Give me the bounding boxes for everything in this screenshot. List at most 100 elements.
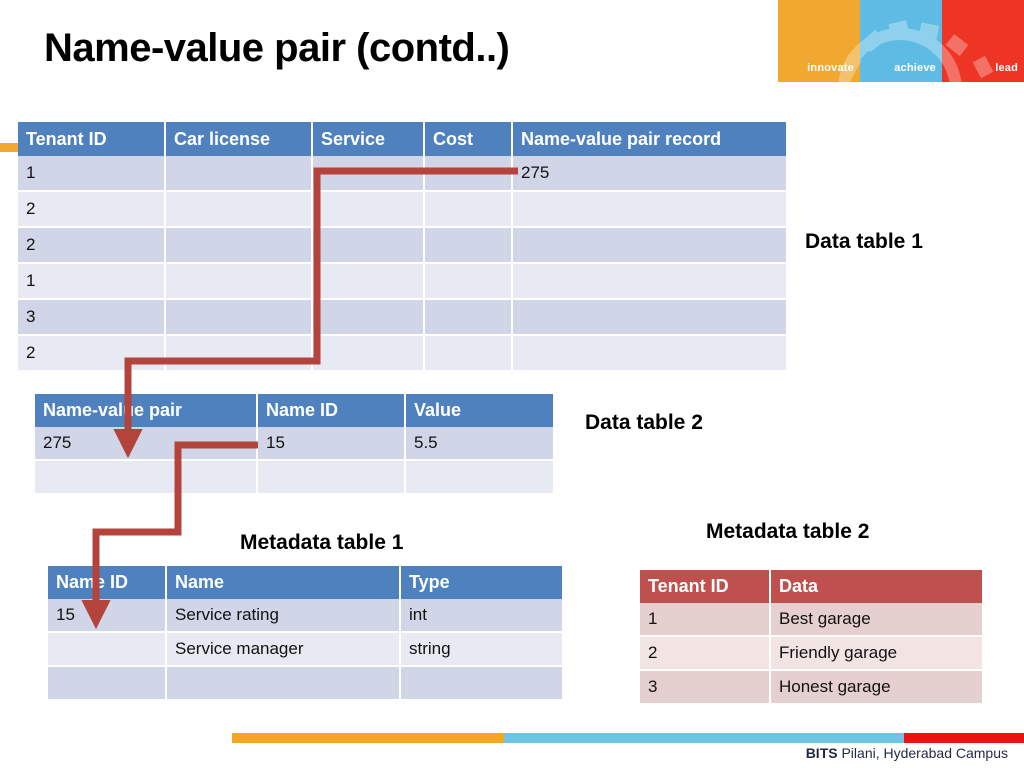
cell-tenant-id: 1 [18, 156, 166, 192]
cell-cost [424, 335, 513, 372]
column-header-name-value-pair: Name-value pair [35, 394, 258, 427]
column-header-data: Data [770, 570, 982, 603]
left-accent-tab [0, 143, 19, 152]
cell-value: 5.5 [405, 427, 553, 461]
logo-segment-achieve: achieve [860, 0, 942, 82]
footer-brand-text: BITS Pilani, Hyderabad Campus [806, 745, 1008, 761]
table-row: 1 Best garage [640, 603, 982, 637]
cell-cost [424, 156, 513, 192]
cell-car-license [165, 156, 313, 192]
cell-car-license [165, 299, 313, 336]
table-row [35, 460, 553, 495]
column-header-car-license: Car license [165, 122, 313, 156]
table-row: 1 275 [18, 156, 786, 192]
cell-car-license [165, 191, 313, 228]
column-header-name-value-pair-record: Name-value pair record [512, 122, 786, 156]
cell-service [312, 335, 425, 372]
footer-bar-blue [504, 733, 904, 743]
logo-segment-innovate: innovate [778, 0, 860, 82]
table-row: 3 [18, 299, 786, 336]
table-header-row: Name ID Name Type [48, 566, 562, 599]
cell-car-license [165, 335, 313, 372]
logo-segment-lead: lead [942, 0, 1024, 82]
cell-service [312, 156, 425, 192]
caption-data-table-2: Data table 2 [585, 411, 703, 434]
table-header-row: Tenant ID Car license Service Cost Name-… [18, 122, 786, 156]
table-header-row: Name-value pair Name ID Value [35, 394, 553, 427]
data-table-1: Tenant ID Car license Service Cost Name-… [18, 122, 786, 372]
cell-tenant-id: 2 [18, 335, 166, 372]
column-header-tenant-id: Tenant ID [640, 570, 771, 603]
table-row: 2 [18, 227, 786, 264]
table-row: 2 [18, 335, 786, 372]
table-row: 275 15 5.5 [35, 427, 553, 461]
page-title: Name-value pair (contd..) [44, 26, 510, 70]
cell-cost [424, 263, 513, 300]
cell-name-value-pair-record: 275 [512, 156, 786, 192]
cell-service [312, 299, 425, 336]
cell-service [312, 227, 425, 264]
cell-name-value-pair-record [512, 335, 786, 372]
cell-service [312, 191, 425, 228]
data-table-2: Name-value pair Name ID Value 275 15 5.5 [35, 394, 553, 495]
cell-name [166, 666, 401, 701]
cell-tenant-id: 3 [640, 670, 771, 705]
column-header-name-id: Name ID [257, 394, 406, 427]
cell-name-value-pair-record [512, 227, 786, 264]
cell-tenant-id: 2 [18, 227, 166, 264]
logo-segment-achieve-label: achieve [894, 62, 936, 74]
cell-tenant-id: 2 [18, 191, 166, 228]
cell-cost [424, 191, 513, 228]
footer-accent-bar [232, 733, 1024, 743]
column-header-value: Value [405, 394, 553, 427]
cell-data: Honest garage [770, 670, 982, 705]
column-header-service: Service [312, 122, 425, 156]
footer-brand-rest: Pilani, Hyderabad Campus [837, 745, 1008, 761]
column-header-type: Type [400, 566, 562, 599]
cell-tenant-id: 3 [18, 299, 166, 336]
cell-name-id: 15 [257, 427, 406, 461]
footer-bar-orange [232, 733, 504, 743]
caption-data-table-1: Data table 1 [805, 230, 923, 253]
cell-name-value-pair [35, 460, 258, 495]
bits-brand-logo: innovate achieve lead [778, 0, 1024, 82]
table-row: 2 [18, 191, 786, 228]
cell-tenant-id: 1 [640, 603, 771, 637]
cell-name: Service manager [166, 632, 401, 667]
cell-tenant-id: 2 [640, 636, 771, 671]
cell-type [400, 666, 562, 701]
caption-metadata-table-2: Metadata table 2 [706, 520, 870, 543]
cell-data: Friendly garage [770, 636, 982, 671]
table-row: 2 Friendly garage [640, 636, 982, 671]
table-row: 3 Honest garage [640, 670, 982, 705]
caption-metadata-table-1: Metadata table 1 [240, 531, 404, 554]
cell-name-value-pair-record [512, 299, 786, 336]
cell-type: int [400, 599, 562, 633]
cell-name-value-pair-record [512, 263, 786, 300]
cell-type: string [400, 632, 562, 667]
table-row [48, 666, 562, 701]
footer-bar-red [904, 733, 1024, 743]
footer-brand-bold: BITS [805, 745, 838, 761]
cell-name: Service rating [166, 599, 401, 633]
metadata-table-2: Tenant ID Data 1 Best garage 2 Friendly … [640, 570, 982, 705]
cell-service [312, 263, 425, 300]
table-row: 15 Service rating int [48, 599, 562, 633]
cell-tenant-id: 1 [18, 263, 166, 300]
cell-name-value-pair-record [512, 191, 786, 228]
column-header-name-id: Name ID [48, 566, 167, 599]
column-header-cost: Cost [424, 122, 513, 156]
cell-name-id: 15 [48, 599, 167, 633]
table-header-row: Tenant ID Data [640, 570, 982, 603]
column-header-tenant-id: Tenant ID [18, 122, 166, 156]
cell-name-value-pair: 275 [35, 427, 258, 461]
cell-name-id [48, 632, 167, 667]
logo-segment-lead-label: lead [995, 62, 1018, 74]
cell-data: Best garage [770, 603, 982, 637]
cell-car-license [165, 227, 313, 264]
cell-name-id [48, 666, 167, 701]
cell-name-id [257, 460, 406, 495]
cell-cost [424, 227, 513, 264]
table-row: 1 [18, 263, 786, 300]
table-row: Service manager string [48, 632, 562, 667]
